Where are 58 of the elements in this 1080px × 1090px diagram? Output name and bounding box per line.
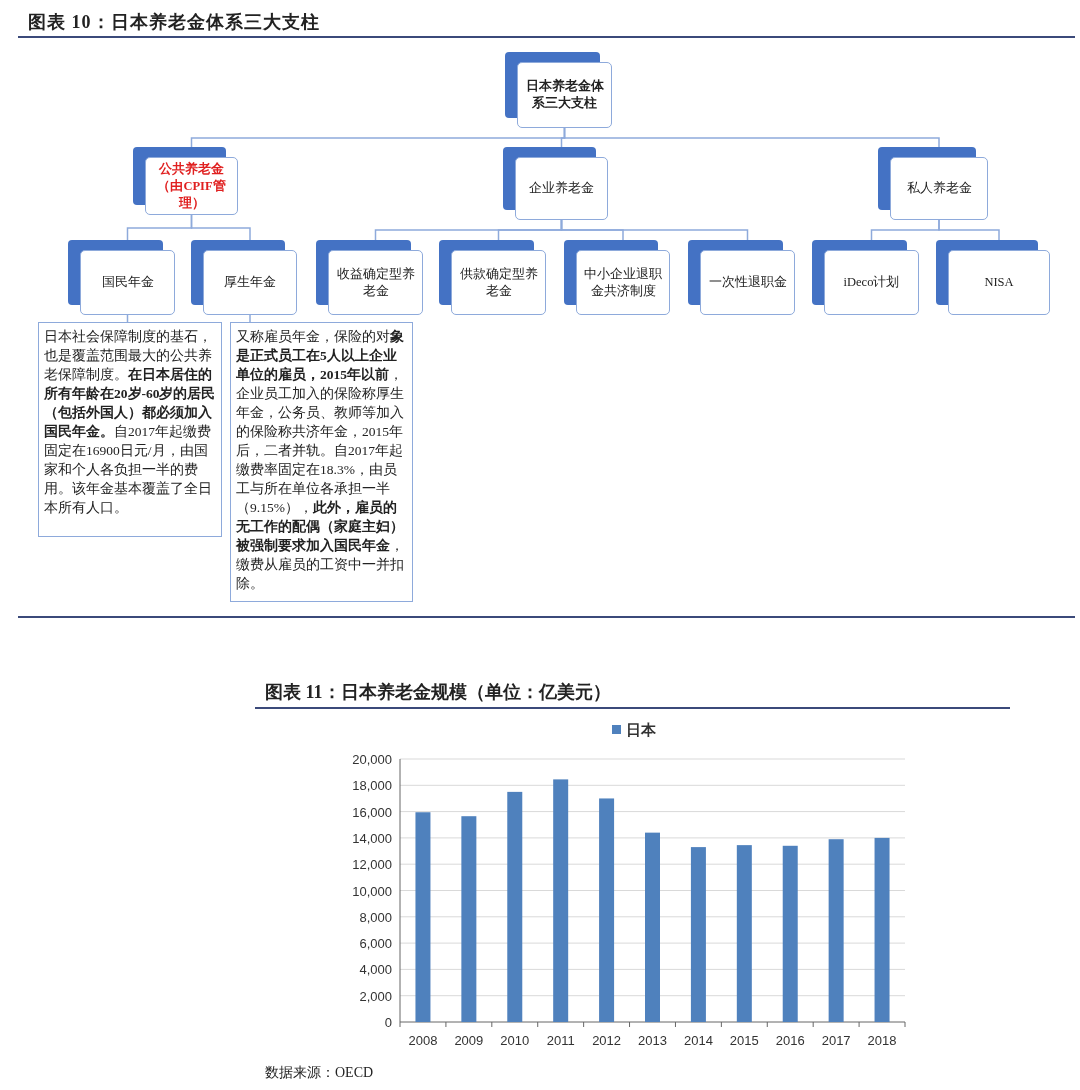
connector-line <box>190 214 251 241</box>
pension-category-box <box>133 147 238 215</box>
axis-tick-label: 4,000 <box>359 962 392 978</box>
chart-title: 图表 11：日本养老金规模（单位：亿美元） <box>265 681 611 704</box>
pension-category-box <box>564 240 670 315</box>
connector-line <box>938 219 1000 241</box>
pension-category-box <box>503 147 608 220</box>
pension-category-box <box>936 240 1050 315</box>
pension-category-box <box>812 240 919 315</box>
axis-tick-label: 6,000 <box>359 936 392 952</box>
box-label: 中小企业退职金共济制度 <box>583 265 663 300</box>
axis-tick-label: 2015 <box>729 1033 759 1048</box>
axis-tick-label: 2011 <box>546 1033 575 1048</box>
axis-tick-label: 2018 <box>867 1033 897 1048</box>
axis-tick-label: 2,000 <box>359 988 392 1004</box>
box-label: 私人养老金 <box>906 180 972 197</box>
pension-category-box <box>316 240 423 315</box>
description-text: 日本社会保障制度的基石，也是覆盖范围最大的公共养老保障制度。在日本居住的所有年龄在20岁-60岁的居民（包括外国人）都必须加入国民年金。自2017年起缴费固定在16900日元/月，由国家和个人各负担一半的费用。该年金基本覆盖了全日本所有人口。 <box>44 328 216 517</box>
axis-tick-label: 2008 <box>408 1033 438 1048</box>
axis-tick-label: 8,000 <box>359 909 392 925</box>
pension-category-box <box>505 52 612 128</box>
box-label: NISA <box>984 274 1014 291</box>
box-label: 一次性退职金 <box>708 274 787 291</box>
pension-category-box <box>688 240 795 315</box>
axis-tick-label: 12,000 <box>352 857 392 873</box>
box-label: 收益确定型养老金 <box>335 265 416 300</box>
axis-tick-label: 2012 <box>592 1033 622 1048</box>
axis-tick-label: 2010 <box>500 1033 530 1048</box>
axis-tick-label: 2014 <box>683 1033 713 1048</box>
description-box <box>38 322 222 537</box>
axis-tick-label: 0 <box>384 1015 392 1030</box>
box-label: 国民年金 <box>101 274 154 291</box>
axis-tick-label: 10,000 <box>352 883 392 899</box>
connector-line <box>560 219 749 241</box>
axis-tick-label: 16,000 <box>352 804 392 820</box>
axis-tick-label: 2009 <box>454 1033 484 1048</box>
connector-line <box>249 314 251 323</box>
axis-tick-label: 2013 <box>638 1033 667 1048</box>
pension-category-box <box>191 240 297 315</box>
axis-tick-label: 14,000 <box>352 830 392 846</box>
axis-tick-label: 2017 <box>821 1033 851 1048</box>
figure-title: 图表 10：日本养老金体系三大支柱 <box>28 11 320 34</box>
box-label: 供款确定型养老金 <box>458 265 539 300</box>
pension-category-box <box>68 240 175 315</box>
pension-category-box <box>878 147 988 220</box>
description-text: 又称雇员年金，保险的对象是正式员工在5人以上企业单位的雇员，2015年以前，企业员工加入的保险称厚生年金，公务员、教师等加入的保险称共济年金，2015年后，二者并轨。自2017年起缴费率固定在18.3%，由员工与所在单位各承担一半（9.15%），此外，雇员的无工作的配偶（家庭主妇）被强制要求加入国民年金，缴费从雇员的工资中一并扣除。 <box>236 328 405 593</box>
legend-label: 日本 <box>626 722 656 738</box>
axis-tick-label: 18,000 <box>352 778 392 794</box>
axis-tick-label: 20,000 <box>352 752 392 767</box>
box-label: 厚生年金 <box>224 274 276 291</box>
box-label: 日本养老金体系三大支柱 <box>524 78 605 112</box>
source-note: 数据来源：OECD <box>265 1064 374 1082</box>
pension-category-box <box>439 240 546 315</box>
axis-tick-label: 2016 <box>775 1033 805 1048</box>
box-label: 企业养老金 <box>529 180 594 197</box>
box-label: iDeco计划 <box>843 274 900 291</box>
connector-line <box>563 127 940 148</box>
box-label: 公共养老金（由CPIF管理） <box>156 160 227 212</box>
